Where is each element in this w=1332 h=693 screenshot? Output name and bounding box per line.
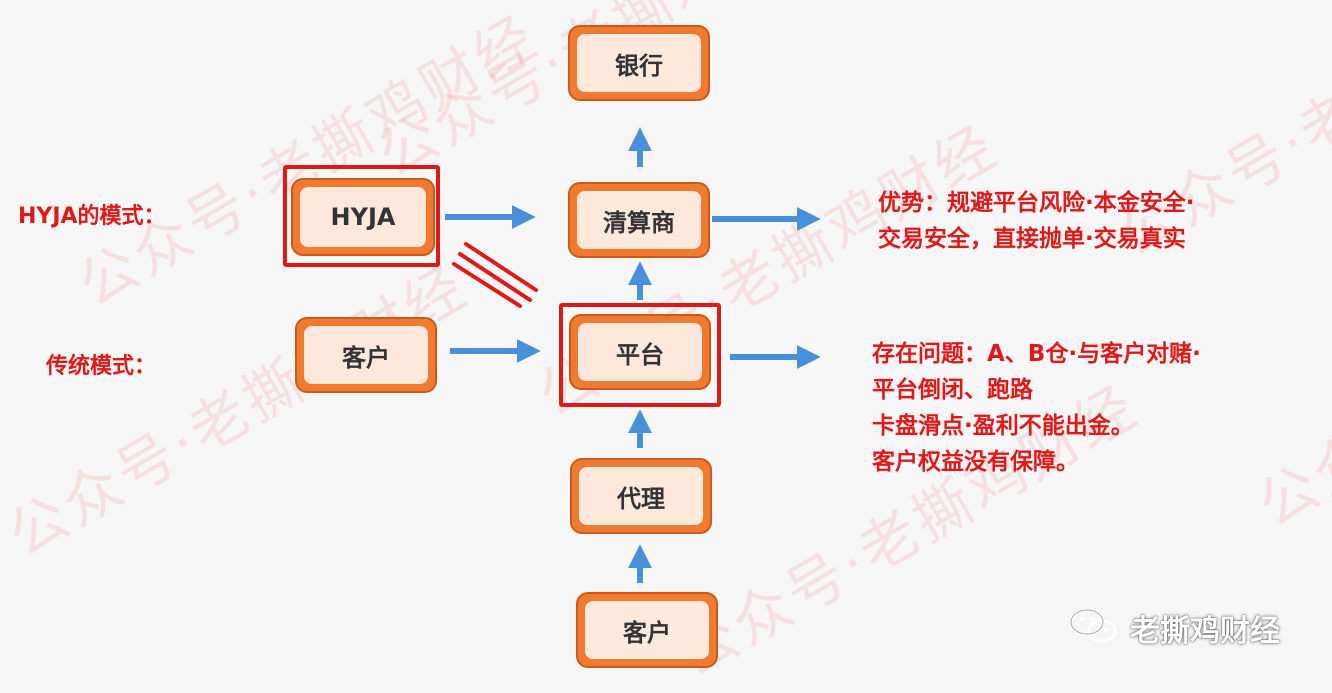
advantages-line-1: 优势：规避平台风险·本金安全· [878,190,1195,216]
node-bank: 银行 [568,25,710,101]
node-label: 平台 [578,323,702,381]
problems-line-3: 卡盘滑点·盈利不能出金。 [872,413,1134,439]
highlight-platform [559,303,721,407]
node-label: 银行 [577,34,701,92]
node-hyja: HYJA [291,178,435,256]
node-client-bottom: 客户 [576,592,718,668]
traditional-mode-label: 传统模式： [46,354,157,379]
node-label: 清算商 [577,191,701,249]
problems-line-2: 平台倒闭、跑路 [872,377,1033,403]
node-clearing: 清算商 [568,182,710,258]
problems-line-4: 客户权益没有保障。 [872,449,1079,475]
node-agent: 代理 [570,458,712,534]
advantages-line-2: 交易安全，直接抛单·交易真实 [878,226,1186,252]
problems-line-1: 存在问题：A、B仓·与客户对赌· [872,341,1201,367]
node-label: 代理 [579,467,703,525]
node-label: 客户 [304,326,428,384]
advantages-text: 优势：规避平台风险·本金安全· 交易安全，直接抛单·交易真实 [878,185,1194,257]
wechat-icon [1068,606,1120,650]
hyja-mode-label: HYJA的模式： [18,204,166,229]
highlight-hyja [283,165,440,267]
node-label: 客户 [585,601,709,659]
node-platform: 平台 [569,314,711,390]
node-client-top: 客户 [295,317,437,393]
brand-watermark: 老撕鸡财经 [1068,606,1280,650]
brand-name: 老撕鸡财经 [1130,614,1280,649]
red-hatch-marks [452,242,538,308]
problems-text: 存在问题：A、B仓·与客户对赌· 平台倒闭、跑路 卡盘滑点·盈利不能出金。 客户… [872,336,1201,480]
node-label: HYJA [300,187,426,247]
